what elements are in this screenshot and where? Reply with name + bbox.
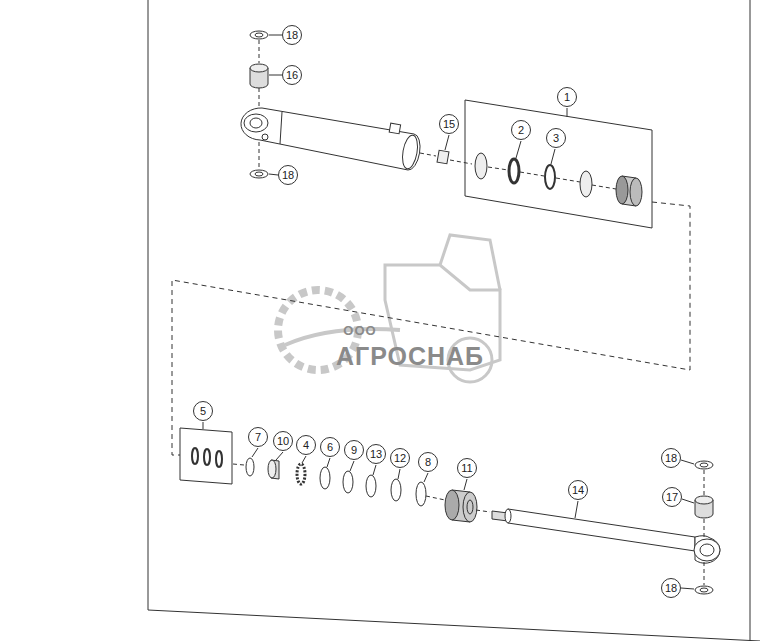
callout-number: 1 xyxy=(557,90,577,104)
callout-number: 14 xyxy=(568,483,588,497)
callout-number: 6 xyxy=(320,440,340,454)
callout-number: 7 xyxy=(248,430,268,444)
callout-number: 18 xyxy=(661,451,681,465)
callout-circle xyxy=(440,115,459,134)
callout-number: 9 xyxy=(344,443,364,457)
callout-number: 13 xyxy=(366,447,386,461)
callout-number: 2 xyxy=(511,123,531,137)
callout-number: 18 xyxy=(282,28,302,42)
callout-number: 16 xyxy=(282,68,302,82)
callout-circle xyxy=(279,166,298,185)
callout-circle xyxy=(249,428,268,447)
callout-number: 10 xyxy=(273,434,293,448)
callout-circle xyxy=(663,488,682,507)
callout-number: 12 xyxy=(390,451,410,465)
callout-circle xyxy=(458,459,477,478)
callout-circle xyxy=(321,438,340,457)
callout-number: 17 xyxy=(662,490,682,504)
callout-number: 3 xyxy=(546,131,566,145)
callout-circle xyxy=(283,26,302,45)
callout-circle xyxy=(345,441,364,460)
watermark-text: ООО xyxy=(343,323,376,338)
callout-number: 11 xyxy=(457,461,477,475)
callout-circle xyxy=(662,449,681,468)
callout-circle xyxy=(662,579,681,598)
callout-circle xyxy=(297,436,316,455)
callout-number: 15 xyxy=(439,117,459,131)
callout-circle xyxy=(547,129,566,148)
callout-number: 8 xyxy=(418,455,438,469)
callout-circle xyxy=(512,121,531,140)
callout-circle xyxy=(367,445,386,464)
callout-circle xyxy=(283,66,302,85)
callout-circle xyxy=(391,449,410,468)
callout-circle xyxy=(558,88,577,107)
callout-circle xyxy=(419,453,438,472)
callout-number: 18 xyxy=(278,168,298,182)
callout-number: 4 xyxy=(296,438,316,452)
watermark-text: АГРОСНАБ xyxy=(336,342,484,371)
callout-number: 18 xyxy=(661,581,681,595)
callout-circle xyxy=(569,481,588,500)
callout-circle xyxy=(194,402,213,421)
callout-circle xyxy=(274,432,293,451)
callout-number: 5 xyxy=(193,404,213,418)
